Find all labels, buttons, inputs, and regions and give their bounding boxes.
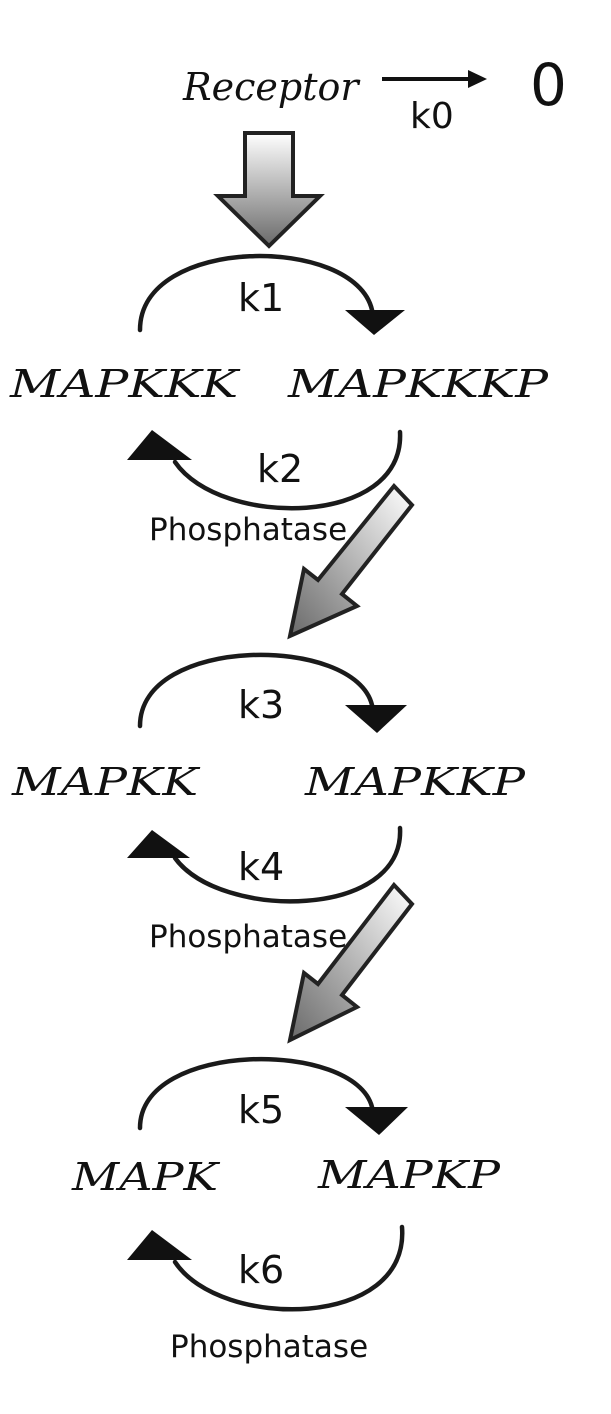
tier1-phosphatase-label: Phosphatase <box>149 512 347 548</box>
tier2-forward-arrowhead <box>345 705 407 733</box>
receptor-label: Receptor <box>182 65 361 109</box>
tier3-forward-arrowhead <box>345 1107 408 1135</box>
tier1-reverse-arc <box>172 429 403 511</box>
tier2-reverse-arc <box>172 825 403 904</box>
tier2-reverse-arrowhead <box>127 830 190 858</box>
rate-k1-label: k1 <box>238 276 284 320</box>
tier2-phosphatase-label: Phosphatase <box>149 919 347 955</box>
tier2-active-label: MAPKKP <box>304 760 527 804</box>
tier3-phosphatase-label: Phosphatase <box>170 1329 368 1365</box>
rate-k2-label: k2 <box>257 447 303 491</box>
rate-k3-label: k3 <box>238 683 284 727</box>
rate-k6-label: k6 <box>238 1248 284 1292</box>
receptor-activation-arrow <box>213 131 325 249</box>
tier2-inactive-label: MAPKK <box>11 760 202 804</box>
tier1-forward-arrowhead <box>345 310 405 335</box>
tier1-reverse-arrowhead <box>127 430 192 460</box>
tier1-inactive-label: MAPKKK <box>9 362 242 406</box>
tier3-reverse-arc <box>172 1224 405 1312</box>
tier2-to-tier3-activation-arrow <box>287 881 415 1044</box>
rate-k0-label: k0 <box>410 96 454 137</box>
tier1-to-tier2-activation-arrow <box>287 482 415 640</box>
decay-product-label: 0 <box>530 51 567 119</box>
tier1-active-label: MAPKKKP <box>287 362 550 406</box>
tier3-inactive-label: MAPK <box>71 1155 221 1199</box>
rate-k5-label: k5 <box>238 1088 284 1132</box>
tier3-forward-arc <box>137 1056 375 1131</box>
tier1-forward-arc <box>137 253 375 333</box>
tier2-forward-arc <box>137 652 375 729</box>
tier3-reverse-arrowhead <box>127 1230 192 1260</box>
tier3-active-label: MAPKP <box>317 1153 502 1197</box>
rate-k4-label: k4 <box>238 845 284 889</box>
degradation-arrow-head <box>468 70 487 88</box>
